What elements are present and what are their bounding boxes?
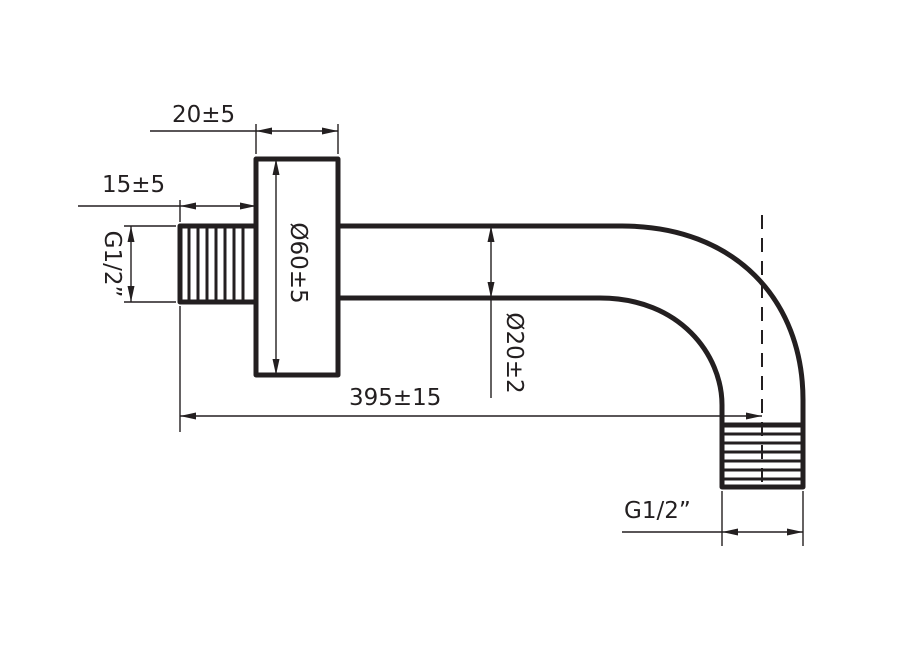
dim-flange-diameter: Ø60±5 <box>272 159 311 375</box>
dim-inlet-thread: G1/2” <box>99 225 176 303</box>
dim-total-length: 395±15 <box>179 306 762 432</box>
spout-outline <box>177 156 806 490</box>
dim-inlet-thread-label: G1/2” <box>99 231 125 298</box>
dim-outlet-thread: G1/2” <box>622 491 804 546</box>
dim-thread-length-label: 15±5 <box>102 172 165 198</box>
dim-pipe-diameter-label: Ø20±2 <box>501 312 527 393</box>
dim-flange-thickness: 20±5 <box>150 102 339 154</box>
dim-outlet-thread-label: G1/2” <box>624 498 691 524</box>
dim-total-length-label: 395±15 <box>349 385 441 411</box>
dim-flange-thickness-label: 20±5 <box>172 102 235 128</box>
dim-thread-length: 15±5 <box>78 172 256 222</box>
spout-pipe-inner <box>338 295 725 425</box>
inlet-thread <box>177 223 259 305</box>
spout-pipe-outer <box>338 223 806 425</box>
dim-flange-diameter-label: Ø60±5 <box>285 222 311 303</box>
dim-pipe-diameter: Ø20±2 <box>487 226 527 398</box>
